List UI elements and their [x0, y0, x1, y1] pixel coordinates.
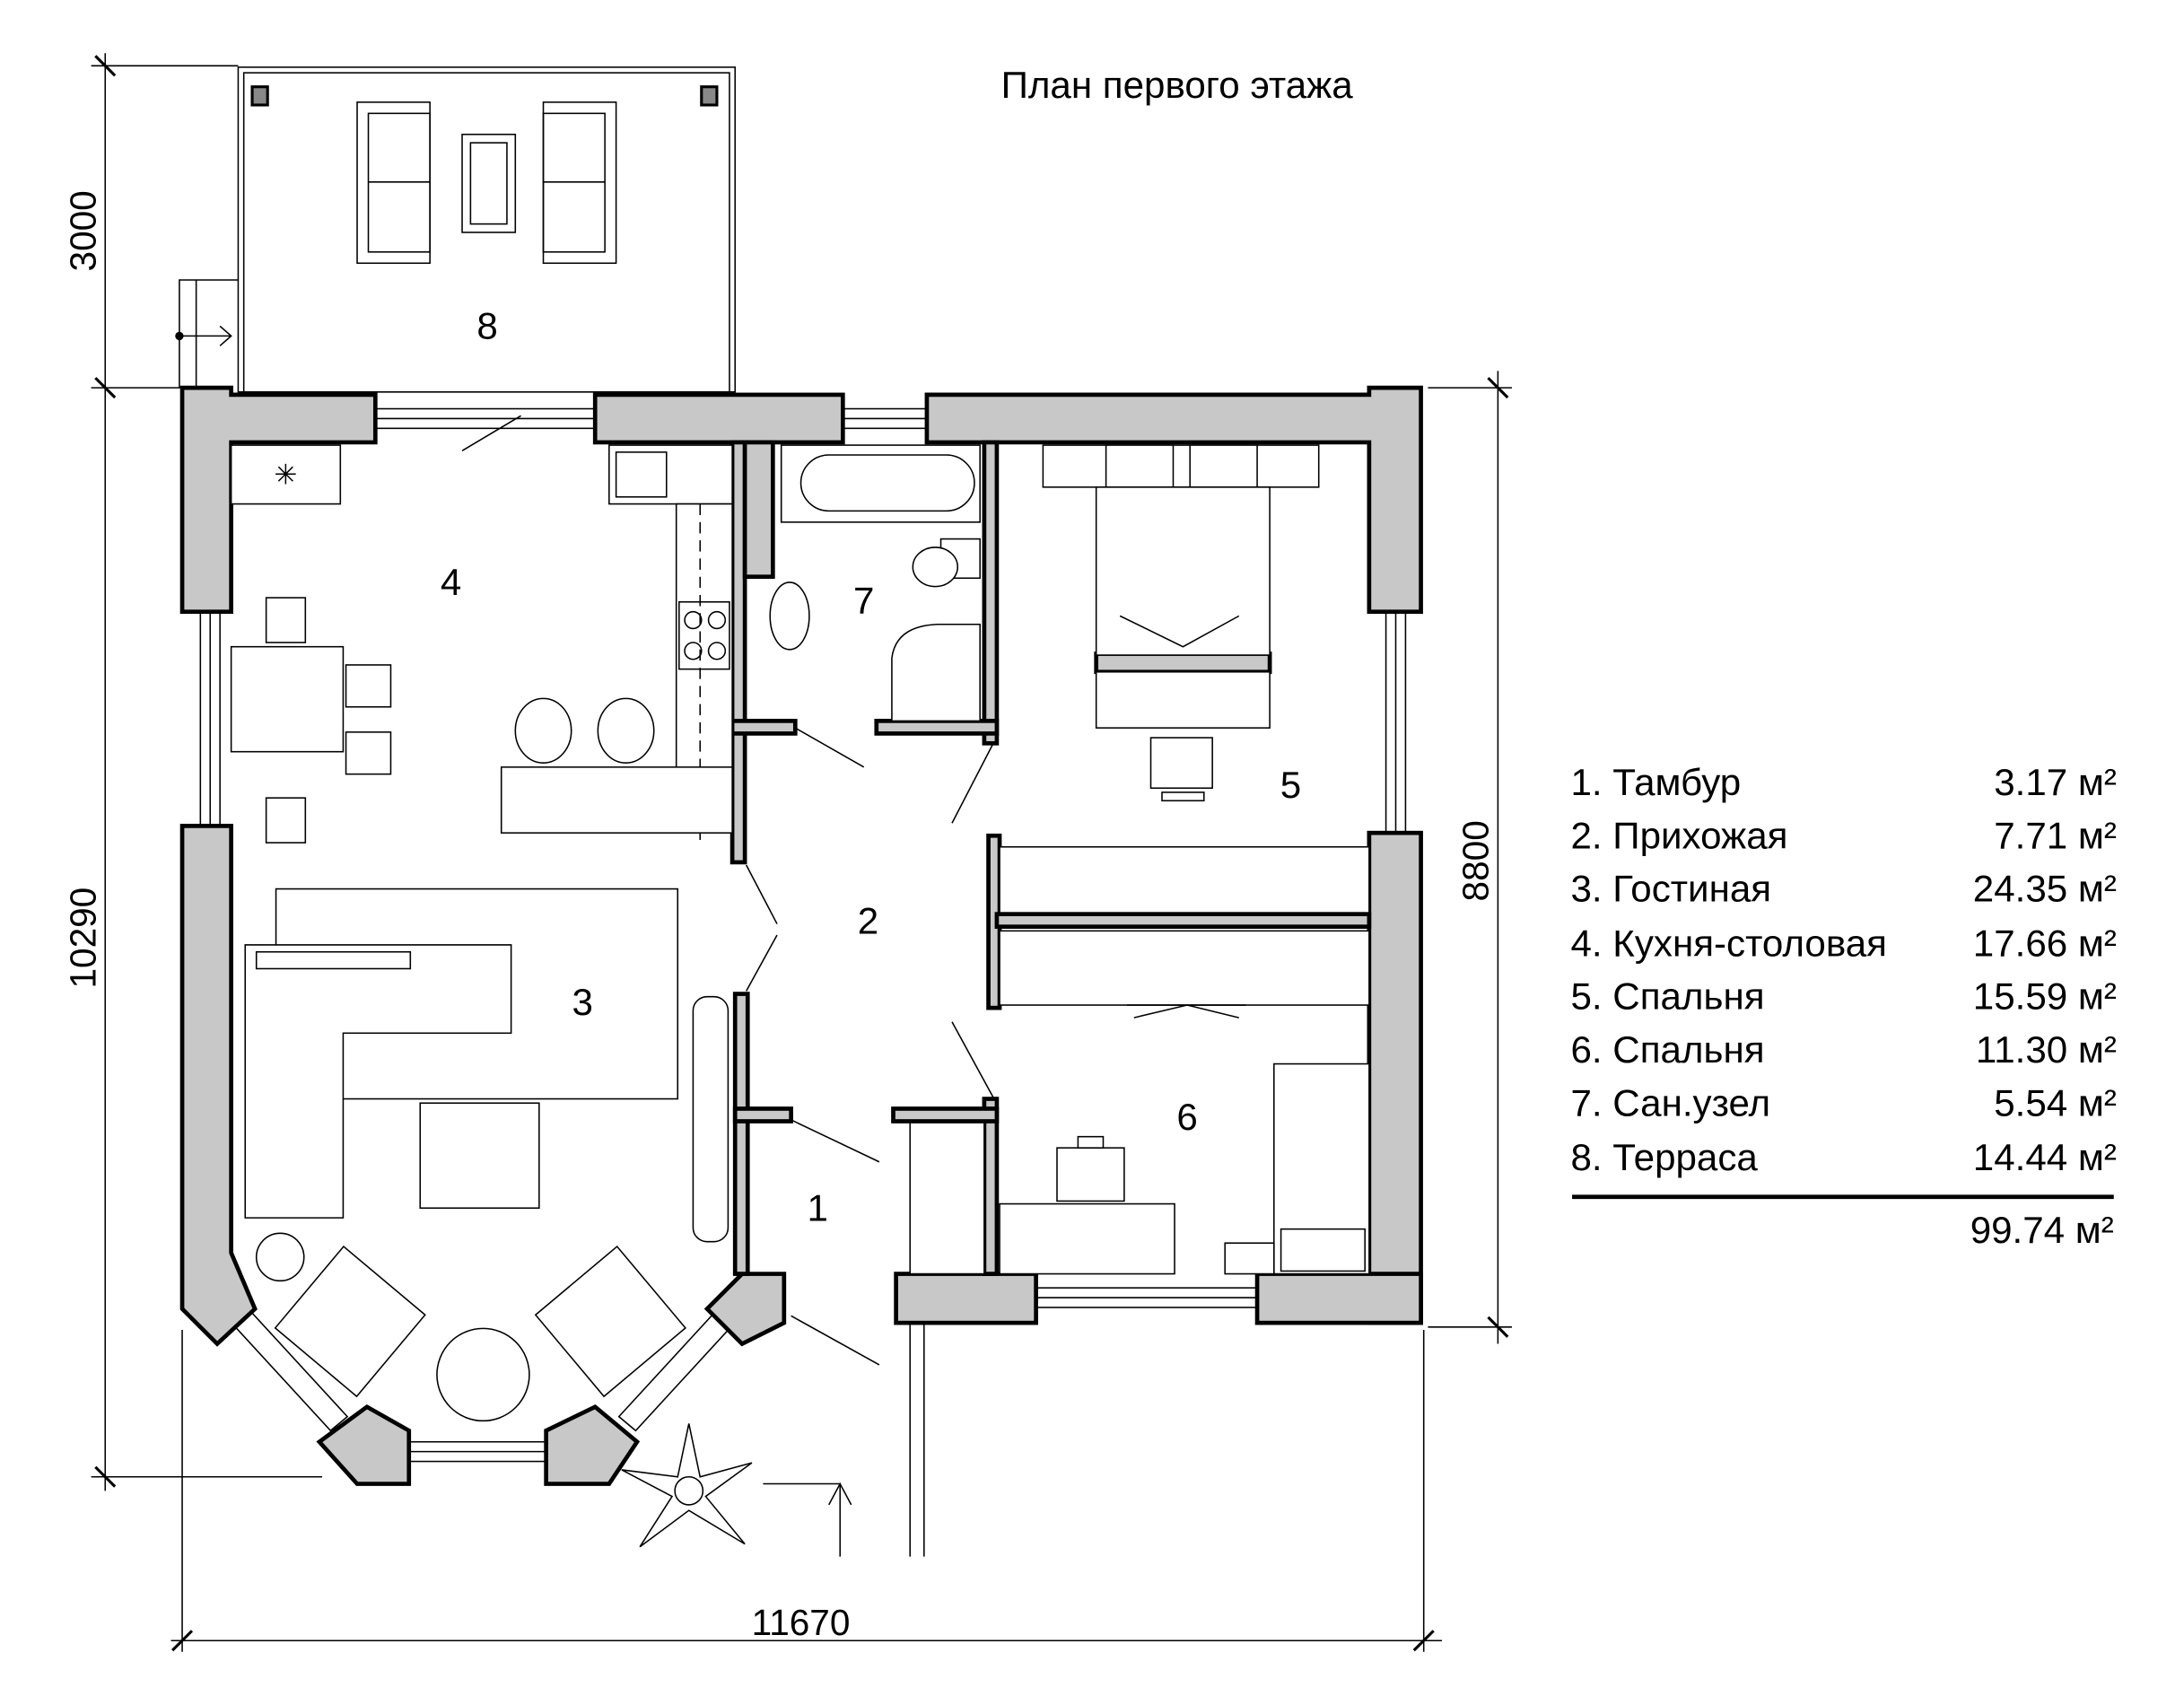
- room-area: 24.35 м²: [1973, 868, 2117, 910]
- plan-title: План первого этажа: [1001, 64, 1354, 106]
- room-label: 5. Спальня: [1570, 975, 1764, 1018]
- room-number-4: 4: [441, 561, 461, 603]
- svg-text:✳: ✳: [274, 459, 297, 491]
- room-number-8: 8: [476, 305, 497, 347]
- room-label: 1. Тамбур: [1570, 761, 1741, 803]
- terrace-pillar: [700, 85, 719, 107]
- area-schedule: 1. Тамбур 3.17 м² 2. Прихожая 7.71 м² 3.…: [1570, 761, 2116, 1251]
- room-label: 4. Кухня-столовая: [1570, 922, 1886, 964]
- room-area: 14.44 м²: [1973, 1136, 2117, 1178]
- bathroom-fixtures: [769, 444, 981, 722]
- room-label: 7. Сан.узел: [1570, 1081, 1770, 1124]
- bedroom-5-furniture: [999, 444, 1370, 1019]
- living-room-furniture: [244, 887, 925, 1557]
- room-area: 3.17 м²: [1994, 761, 2117, 803]
- dimension-lines: [91, 53, 1512, 1652]
- room-label: 8. Терраса: [1570, 1136, 1758, 1178]
- room-number-7: 7: [853, 579, 874, 621]
- room-area: 11.30 м²: [1976, 1028, 2117, 1071]
- room-area: 7.71 м²: [1994, 814, 2117, 856]
- room-label: 6. Спальня: [1570, 1028, 1764, 1071]
- kitchen-furniture: ✳: [230, 444, 733, 844]
- room-number-5: 5: [1280, 764, 1301, 806]
- room-number-2: 2: [858, 899, 878, 941]
- plant-icon: [621, 1423, 753, 1548]
- room-area: 5.54 м²: [1994, 1081, 2117, 1124]
- dimension-total-width: 11670: [752, 1602, 851, 1643]
- dimension-total-depth: 10290: [62, 887, 103, 989]
- room-area: 15.59 м²: [1973, 975, 2117, 1018]
- terrace-pillar: [250, 85, 269, 107]
- room-number-3: 3: [572, 981, 592, 1023]
- walls: [179, 385, 1423, 1486]
- bedroom-6-furniture: [909, 1062, 1370, 1275]
- room-number-6: 6: [1176, 1096, 1197, 1138]
- room-label: 2. Прихожая: [1570, 814, 1787, 856]
- room-area: 17.66 м²: [1973, 922, 2117, 964]
- dimension-house-depth: 8800: [1455, 820, 1496, 901]
- dimension-terrace-depth: 3000: [62, 190, 103, 271]
- total-area: 99.74 м²: [1970, 1209, 2114, 1251]
- terrace: [175, 66, 736, 393]
- doors: [461, 415, 995, 1366]
- room-label: 3. Гостиная: [1570, 868, 1771, 910]
- room-number-1: 1: [808, 1186, 828, 1228]
- windows: [199, 407, 1407, 1463]
